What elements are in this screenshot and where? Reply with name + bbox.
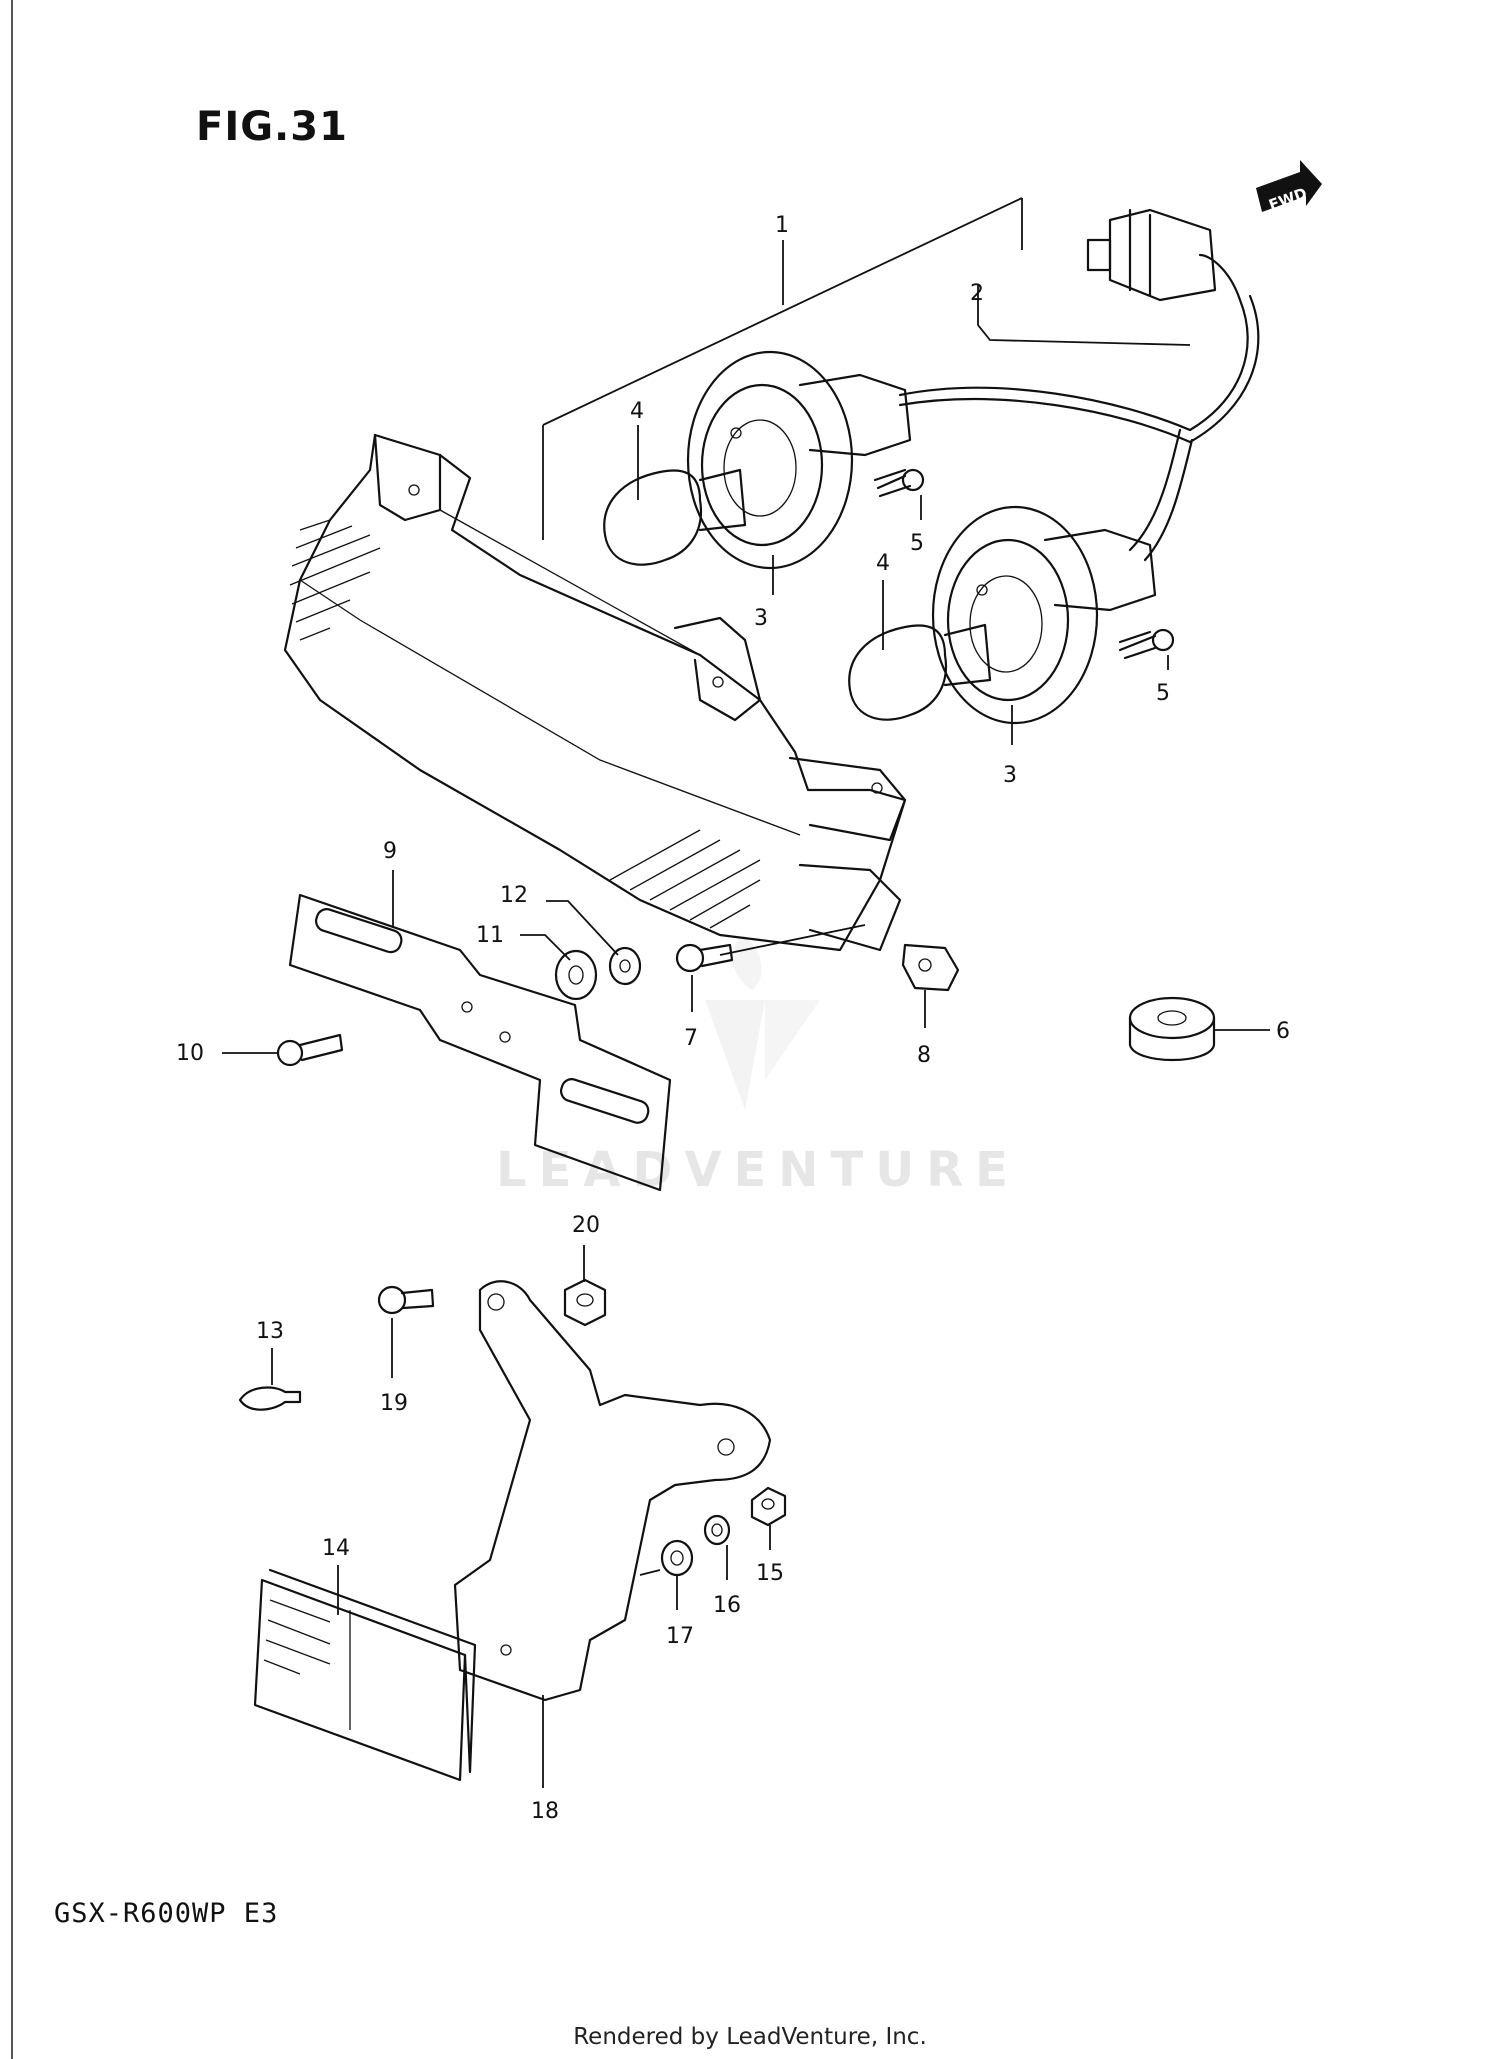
callout-4-upper: 4: [630, 399, 644, 424]
bulb-socket-lower: [931, 505, 1157, 725]
reflector-bracket: [453, 1280, 772, 1702]
washer-16: [703, 1514, 731, 1546]
callout-2: 2: [970, 281, 984, 306]
callout-5-lower: 5: [1156, 681, 1170, 706]
callout-11: 11: [476, 923, 504, 948]
callout-7: 7: [684, 1026, 698, 1051]
callout-12: 12: [500, 883, 528, 908]
watermark-text: LEADVENTURE: [496, 1142, 1020, 1198]
wiring-harness: [898, 208, 1260, 562]
callout-8: 8: [917, 1043, 931, 1068]
callout-14: 14: [322, 1536, 350, 1561]
figure-title: FIG.31: [196, 104, 348, 150]
callout-5-upper: 5: [910, 531, 924, 556]
watermark-logo: [705, 935, 820, 1110]
reflector: [253, 1568, 477, 1782]
clip-13: [238, 1386, 302, 1411]
callout-3-lower: 3: [1003, 763, 1017, 788]
callout-3-upper: 3: [754, 606, 768, 631]
callout-10: 10: [176, 1041, 204, 1066]
washer-17: [660, 1539, 694, 1577]
nut-12: [608, 946, 642, 986]
fwd-arrow-icon: FWD: [1256, 160, 1322, 214]
nut-15: [750, 1486, 787, 1527]
callout-4-lower: 4: [876, 551, 890, 576]
footer-credit: Rendered by LeadVenture, Inc.: [573, 2024, 927, 2050]
clip-nut: [901, 943, 960, 992]
callout-18: 18: [531, 1799, 559, 1824]
callout-19: 19: [380, 1391, 408, 1416]
screw-19: [377, 1285, 435, 1315]
license-bracket: [288, 893, 672, 1192]
callout-20: 20: [572, 1213, 600, 1238]
bulb-upper: [603, 468, 747, 566]
leader-lines: [222, 285, 1270, 1788]
bulb-socket-upper: [686, 350, 912, 570]
grommet: [1128, 996, 1216, 1061]
taillight-housing: [283, 433, 907, 952]
callout-9: 9: [383, 839, 397, 864]
callout-16: 16: [713, 1593, 741, 1618]
callout-labels: 1 2 3 3 4 4 5 5 6 7 8 9 10 11 12 13 14 1…: [176, 213, 1290, 1824]
screw-7: [675, 943, 734, 973]
callout-13: 13: [256, 1319, 284, 1344]
callout-15: 15: [756, 1561, 784, 1586]
bulb-lower: [848, 623, 992, 721]
callout-1: 1: [775, 213, 789, 238]
bolt-10: [276, 1033, 344, 1067]
callout-1-bracket: [542, 197, 1023, 540]
model-code: GSX-R600WP E3: [54, 1898, 279, 1929]
screw-upper: [873, 468, 925, 498]
callout-6: 6: [1276, 1019, 1290, 1044]
washer-11: [554, 949, 598, 1001]
nut-20: [563, 1278, 607, 1327]
callout-17: 17: [666, 1624, 694, 1649]
screw-lower: [1118, 628, 1175, 660]
